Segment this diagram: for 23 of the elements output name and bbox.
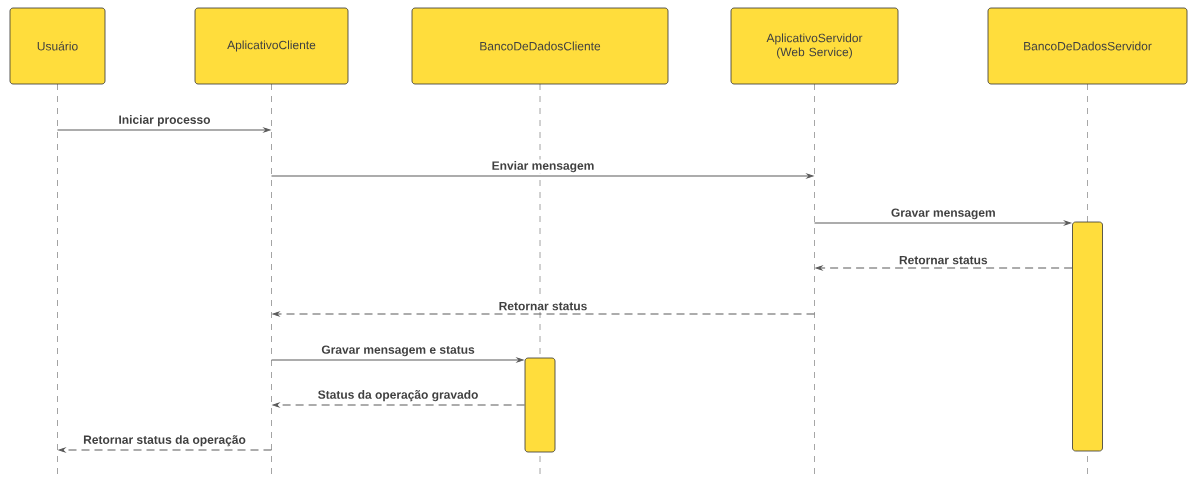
arrow <box>271 357 524 363</box>
arrow <box>57 127 271 133</box>
participant-box: Usuário <box>9 7 106 85</box>
arrow <box>272 311 815 317</box>
edge-label: Retornar status <box>499 301 587 311</box>
participant-box: AplicativoCliente <box>194 7 349 85</box>
arrow <box>58 447 272 453</box>
edge-label: Retornar status <box>899 255 988 265</box>
edge-label: Status da operação gravado <box>318 390 478 402</box>
edge-label: Gravar mensagem e status <box>321 345 475 357</box>
participant-box: BancoDeDadosCliente <box>411 7 669 85</box>
edge-label: Iniciar processo <box>119 115 211 127</box>
edge-label: Gravar mensagem <box>891 208 995 220</box>
participant-box: AplicativoServidor (Web Service) <box>730 7 899 85</box>
participant-box: BancoDeDadosServidor <box>987 7 1188 85</box>
edge-label: Enviar mensagem <box>492 161 594 173</box>
activation-bar <box>1072 221 1103 452</box>
arrow <box>815 265 1073 271</box>
activation-bar <box>524 357 556 453</box>
edge-label: Retornar status da operação <box>83 435 246 447</box>
arrow <box>271 173 814 179</box>
arrow <box>814 220 1072 226</box>
arrow <box>272 402 526 408</box>
